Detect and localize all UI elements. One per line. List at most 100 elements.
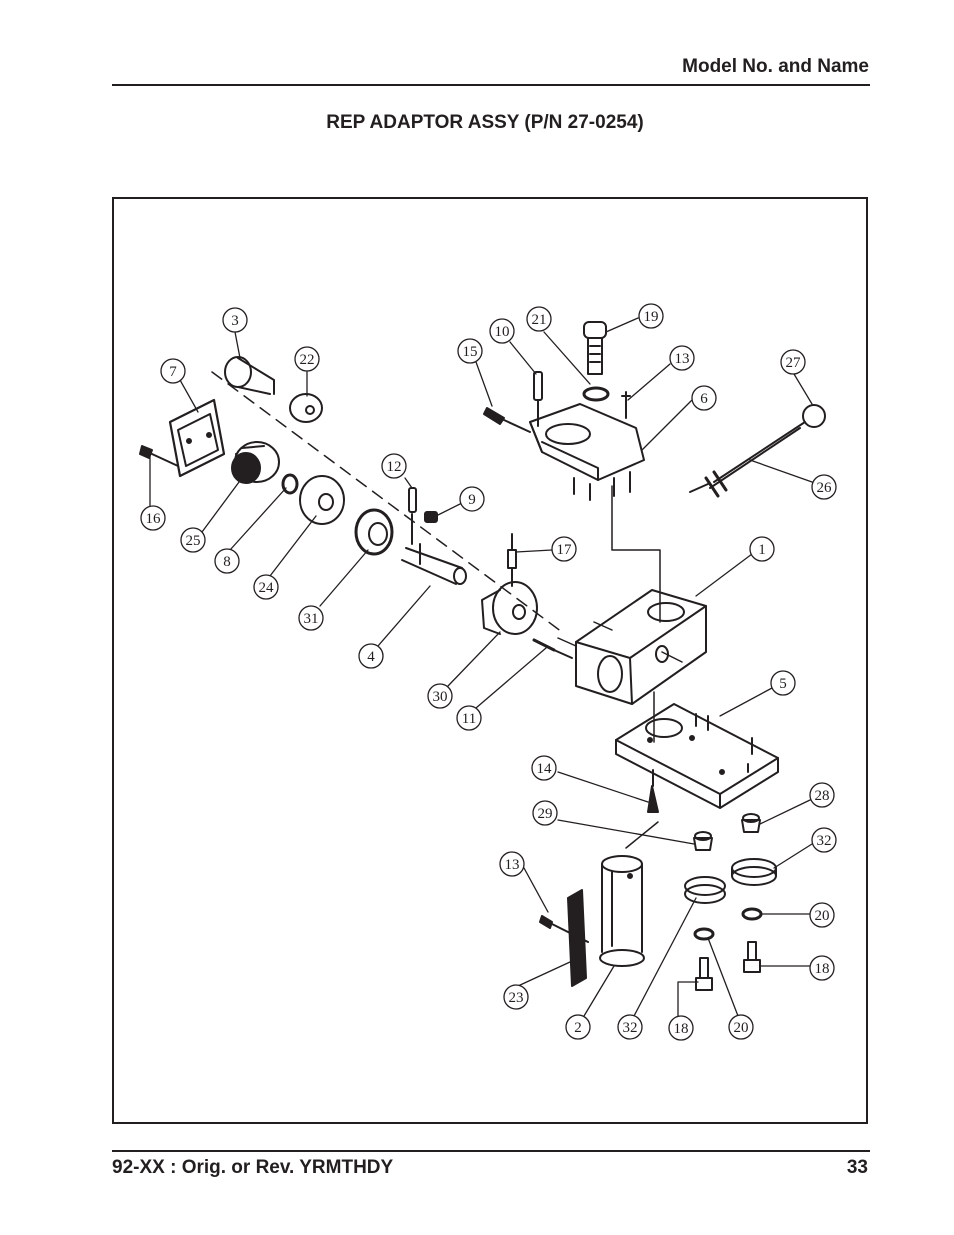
callout-26: 26	[811, 474, 837, 500]
callout-bubbles: 3 22 7 16 25 8 24 31 4 12 9 15 10 21 19 …	[140, 303, 837, 1041]
callout-29: 29	[532, 800, 558, 826]
part-18-bolt-right	[743, 941, 761, 973]
svg-text:32: 32	[623, 1020, 638, 1036]
callout-27: 27	[780, 349, 806, 375]
svg-text:16: 16	[146, 511, 162, 527]
part-19-bolt	[583, 321, 607, 375]
callout-17: 17	[551, 536, 577, 562]
svg-text:9: 9	[468, 492, 476, 508]
callout-13-bottom: 13	[499, 851, 525, 877]
exploded-diagram: 3 22 7 16 25 8 24 31 4 12 9 15 10 21 19 …	[112, 197, 868, 1124]
part-20-washer-left	[693, 927, 715, 941]
part-21-washer	[582, 386, 610, 402]
part-13-pin-upper	[621, 391, 631, 419]
svg-text:24: 24	[259, 580, 275, 596]
svg-text:27: 27	[786, 355, 802, 371]
svg-text:23: 23	[509, 990, 524, 1006]
part-10-pin	[533, 371, 543, 427]
part-9-key	[424, 511, 438, 523]
svg-text:8: 8	[223, 554, 231, 570]
part-20-washer-right	[741, 907, 763, 921]
svg-text:32: 32	[817, 833, 832, 849]
svg-text:4: 4	[367, 649, 375, 665]
header-rule	[112, 84, 870, 86]
part-2-post	[599, 855, 645, 967]
svg-text:25: 25	[186, 533, 201, 549]
revision-footer: 92-XX : Orig. or Rev. YRMTHDY	[112, 1157, 394, 1178]
svg-text:21: 21	[532, 312, 547, 328]
callout-10: 10	[489, 318, 515, 344]
leader-lines	[149, 317, 813, 1017]
svg-text:26: 26	[817, 480, 833, 496]
part-18-bolt-left	[695, 957, 713, 991]
callout-18-left: 18	[668, 1015, 694, 1041]
callout-7: 7	[160, 358, 186, 384]
svg-text:3: 3	[231, 313, 239, 329]
callout-21: 21	[526, 306, 552, 332]
part-4-shaft	[401, 543, 467, 585]
svg-text:5: 5	[779, 676, 787, 692]
part-24-pulley	[299, 475, 345, 525]
part-32-pad-right	[731, 858, 777, 886]
svg-text:2: 2	[574, 1020, 582, 1036]
svg-text:15: 15	[463, 344, 478, 360]
part-7-plate	[168, 398, 226, 478]
svg-text:18: 18	[674, 1021, 689, 1037]
part-30-drum	[481, 581, 538, 635]
part-15-screw	[483, 407, 531, 433]
shaft-centerline	[211, 371, 563, 633]
svg-text:11: 11	[462, 711, 476, 727]
part-27-knob	[802, 404, 826, 428]
callout-8: 8	[214, 548, 240, 574]
svg-text:20: 20	[815, 908, 830, 924]
svg-text:6: 6	[700, 391, 708, 407]
callout-15: 15	[457, 338, 483, 364]
part-5-base-plate	[615, 691, 779, 849]
part-11-screw	[532, 638, 573, 659]
part-22-collar	[289, 393, 323, 423]
part-23-rack	[567, 889, 587, 987]
callout-31: 31	[298, 605, 324, 631]
svg-text:17: 17	[557, 542, 573, 558]
part-32-pad-left	[684, 876, 726, 904]
callout-23: 23	[503, 984, 529, 1010]
callout-19: 19	[638, 303, 664, 329]
callout-28: 28	[809, 782, 835, 808]
svg-text:30: 30	[433, 689, 448, 705]
callout-25: 25	[180, 527, 206, 553]
svg-text:13: 13	[675, 351, 690, 367]
svg-text:7: 7	[169, 364, 177, 380]
part-26-handle-rod	[689, 421, 806, 498]
callout-11: 11	[456, 705, 482, 731]
part-8-ring	[281, 473, 299, 495]
part-16-screw	[139, 445, 179, 467]
part-29-bushing	[693, 831, 713, 851]
svg-text:18: 18	[815, 961, 830, 977]
svg-text:12: 12	[387, 459, 402, 475]
page-number: 33	[846, 1157, 868, 1178]
svg-text:19: 19	[644, 309, 659, 325]
svg-text:31: 31	[304, 611, 319, 627]
callout-18-right: 18	[809, 955, 835, 981]
svg-text:14: 14	[537, 761, 553, 777]
svg-text:20: 20	[734, 1020, 749, 1036]
callout-16: 16	[140, 505, 166, 531]
svg-text:1: 1	[758, 542, 766, 558]
callout-9: 9	[459, 486, 485, 512]
part-14-screw	[647, 769, 659, 813]
callout-32-left: 32	[617, 1014, 643, 1040]
svg-text:10: 10	[495, 324, 510, 340]
callout-13-top: 13	[669, 345, 695, 371]
part-1-housing	[557, 589, 707, 705]
part-25-gear	[231, 441, 280, 484]
callout-32-right: 32	[811, 827, 837, 853]
callout-5: 5	[770, 670, 796, 696]
callout-6: 6	[691, 385, 717, 411]
part-12-pin	[408, 487, 417, 545]
callout-3: 3	[222, 307, 248, 333]
part-31-bearing	[354, 508, 394, 556]
callout-30: 30	[427, 683, 453, 709]
diagram-canvas: 3 22 7 16 25 8 24 31 4 12 9 15 10 21 19 …	[139, 303, 837, 1041]
part-28-bushing	[741, 813, 761, 833]
part-3-shaft	[224, 356, 275, 395]
